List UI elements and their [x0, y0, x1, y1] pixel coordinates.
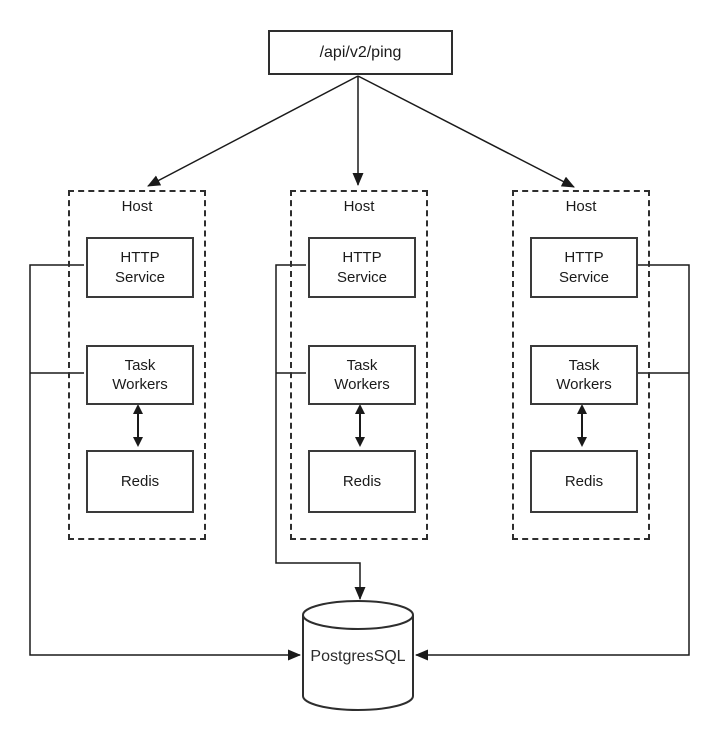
- host-3-redis-node: Redis: [530, 450, 638, 513]
- host-box-3: Host HTTP Service Task Workers Redis: [512, 190, 650, 540]
- host-1-redis-node: Redis: [86, 450, 194, 513]
- endpoint-label: /api/v2/ping: [319, 43, 402, 61]
- edge-host-1-to-database: [29, 264, 301, 661]
- host-1-http-service-node: HTTP Service: [86, 237, 194, 298]
- host-2-label: Host: [343, 198, 375, 215]
- edge-endpoint-to-host-3: [357, 75, 575, 188]
- host-1-task-workers-node: Task Workers: [86, 345, 194, 405]
- host-box-2: Host HTTP Service Task Workers Redis: [290, 190, 428, 540]
- edge-workers-redis-host-2: [355, 404, 365, 447]
- edge-workers-redis-host-1: [133, 404, 143, 447]
- host-2-http-service-node: HTTP Service: [308, 237, 416, 298]
- host-2-redis-node: Redis: [308, 450, 416, 513]
- edge-workers-redis-host-3: [577, 404, 587, 447]
- host-box-1: Host HTTP Service Task Workers Redis: [68, 190, 206, 540]
- host-3-label: Host: [565, 198, 597, 215]
- host-2-task-workers-node: Task Workers: [308, 345, 416, 405]
- host-1-label: Host: [121, 198, 153, 215]
- edge-endpoint-to-host-1: [147, 75, 359, 187]
- edge-host-2-to-database: [275, 264, 366, 600]
- endpoint-node: /api/v2/ping: [268, 30, 453, 75]
- database-label: PostgresSQL: [310, 648, 406, 665]
- host-3-http-service-node: HTTP Service: [530, 237, 638, 298]
- edge-host-3-to-database: [415, 264, 690, 661]
- database-cylinder: [302, 600, 414, 711]
- host-3-task-workers-node: Task Workers: [530, 345, 638, 405]
